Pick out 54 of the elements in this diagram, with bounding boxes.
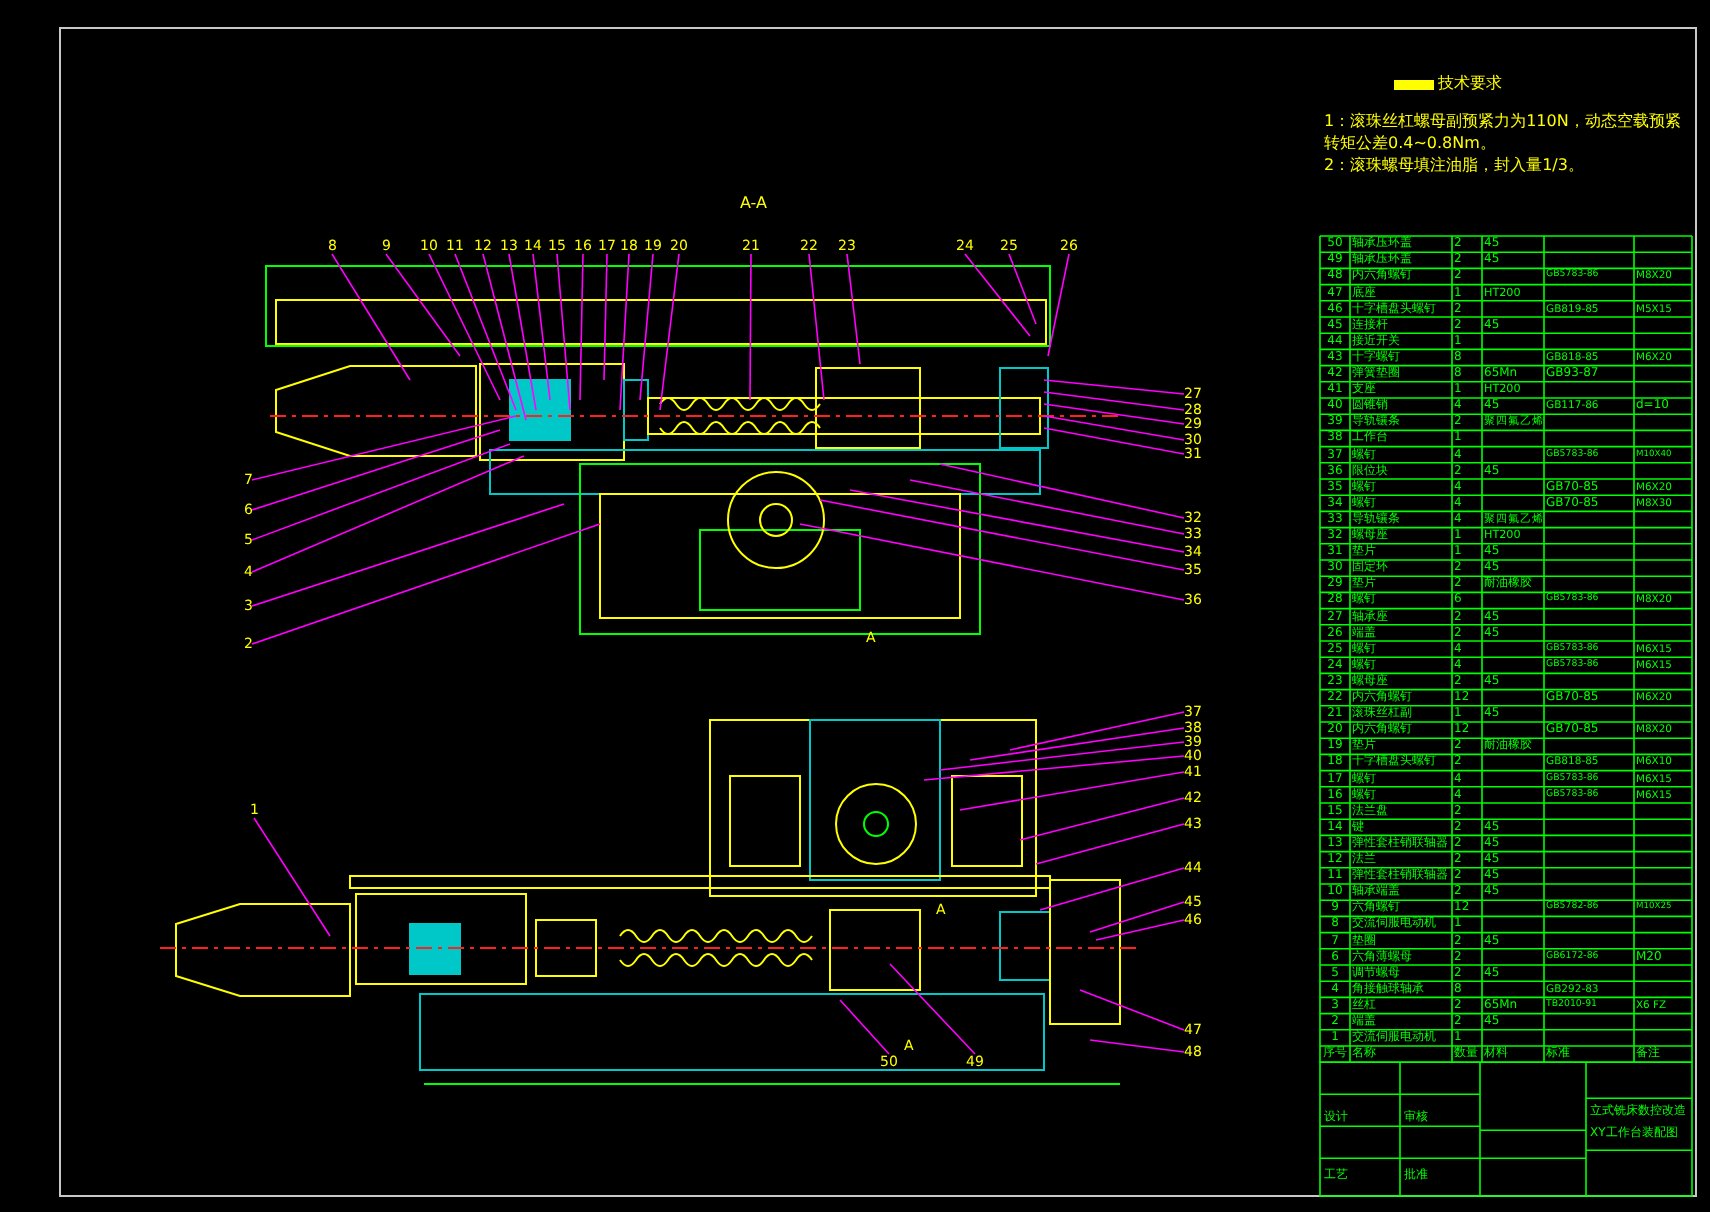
leader-line: [964, 253, 1031, 337]
leader-line: [939, 463, 1185, 519]
leader-line: [331, 253, 411, 381]
leader-line: [482, 253, 527, 421]
leader-line: [251, 429, 501, 511]
leader-line: [1043, 415, 1185, 441]
leader-line: [385, 253, 461, 357]
leader-line: [619, 253, 630, 411]
leader-line: [1089, 1039, 1185, 1053]
leader-line: [1008, 253, 1037, 325]
leader-line: [251, 443, 511, 541]
requirement-note: 1：滚珠丝杠螺母副预紧力为110N，动态空载预紧转矩公差0.4~0.8Nm。: [1324, 110, 1683, 154]
leader-line: [808, 253, 825, 401]
leader-line: [799, 523, 1185, 601]
leader-line: [639, 253, 654, 401]
leader-line: [1043, 403, 1185, 425]
leader-line: [889, 963, 976, 1055]
leader-line: [251, 503, 565, 607]
leader-line: [819, 499, 1185, 571]
leader-line: [959, 771, 1185, 811]
leader-line: [603, 253, 608, 381]
section-label: A-A: [740, 196, 767, 212]
leader-line: [1095, 919, 1185, 941]
leader-line: [253, 817, 331, 937]
leader-line: [923, 755, 1185, 781]
leader-line: [969, 727, 1185, 761]
leader-line: [1047, 253, 1070, 357]
leader-line: [579, 253, 584, 401]
leader-line: [1079, 989, 1185, 1031]
leader-line: [749, 253, 752, 401]
leader-line: [1009, 711, 1185, 751]
leader-line: [251, 455, 525, 573]
leader-line: [1089, 901, 1185, 933]
leader-line: [1043, 427, 1185, 455]
leader-line: [454, 253, 517, 411]
section-heading: 技术要求: [1438, 76, 1502, 92]
leader-line: [251, 523, 601, 645]
leader-line: [1043, 391, 1185, 411]
leader-line: [1019, 797, 1185, 841]
leader-line: [846, 253, 861, 365]
leader-line: [251, 415, 517, 481]
leader-line: [556, 253, 571, 411]
leader-line: [508, 253, 537, 411]
leader-line: [839, 999, 890, 1055]
requirement-note: 2：滚珠螺母填注油脂，封入量1/3。: [1324, 158, 1584, 174]
leader-line: [849, 489, 1185, 553]
leader-line: [428, 253, 501, 401]
leader-line: [1043, 379, 1185, 395]
leader-line: [909, 479, 1185, 535]
leader-line: [1039, 867, 1185, 911]
leader-line: [659, 253, 680, 411]
leader-line: [939, 741, 1185, 771]
leader-line: [1035, 823, 1185, 865]
leader-line: [532, 253, 551, 401]
